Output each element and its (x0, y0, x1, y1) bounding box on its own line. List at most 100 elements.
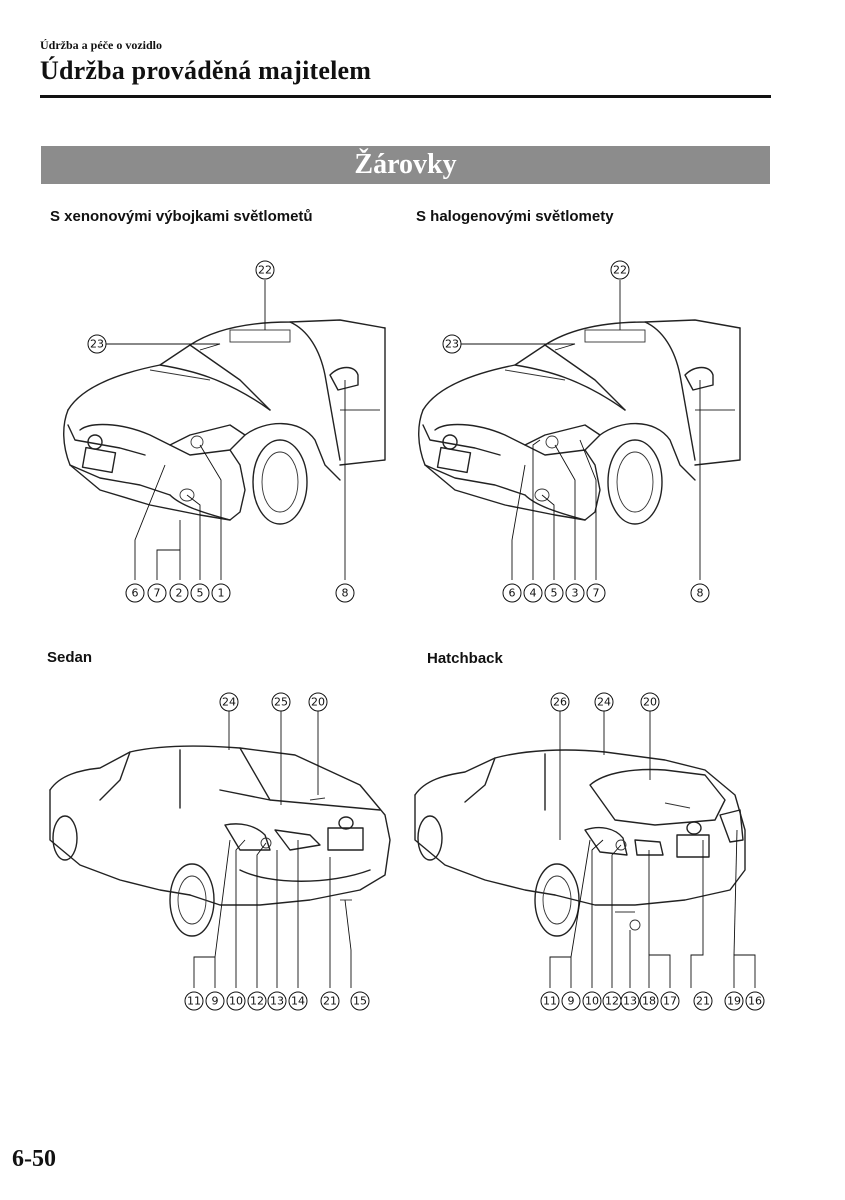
svg-text:10: 10 (229, 995, 243, 1008)
callout-23: 23 (442, 334, 462, 354)
callout-9: 9 (205, 991, 225, 1011)
callout-8: 8 (335, 583, 355, 603)
callout-22: 22 (610, 260, 630, 280)
svg-text:15: 15 (353, 995, 367, 1008)
svg-text:13: 13 (623, 995, 637, 1008)
halogen-front-car-figure: 22 23 6 4 5 3 7 8 (418, 260, 741, 603)
svg-text:10: 10 (585, 995, 599, 1008)
svg-text:6: 6 (132, 587, 139, 600)
leader-lines (549, 711, 756, 988)
svg-text:5: 5 (551, 587, 558, 600)
svg-text:11: 11 (187, 995, 201, 1008)
svg-text:9: 9 (212, 995, 219, 1008)
svg-text:21: 21 (323, 995, 337, 1008)
svg-text:5: 5 (197, 587, 204, 600)
svg-text:1: 1 (218, 587, 225, 600)
leader-lines (193, 711, 352, 988)
callout-12: 12 (602, 991, 622, 1011)
callout-13: 13 (267, 991, 287, 1011)
svg-text:8: 8 (342, 587, 349, 600)
callout-16: 16 (745, 991, 765, 1011)
callout-9: 9 (561, 991, 581, 1011)
callout-21: 21 (320, 991, 340, 1011)
rear-car-drawing (49, 745, 391, 937)
callout-14: 14 (288, 991, 308, 1011)
callout-7: 7 (147, 583, 167, 603)
callout-3: 3 (565, 583, 585, 603)
sedan-label: Sedan (47, 649, 93, 666)
callout-11: 11 (184, 991, 204, 1011)
halogen-label: S halogenovými světlomety (416, 208, 614, 225)
callout-5: 5 (544, 583, 564, 603)
svg-text:7: 7 (154, 587, 161, 600)
callout-5: 5 (190, 583, 210, 603)
svg-text:22: 22 (258, 264, 272, 277)
callout-10: 10 (582, 991, 602, 1011)
callout-24: 24 (219, 692, 239, 712)
sedan-rear-car-figure: 24 25 20 11 9 10 12 13 14 21 15 (49, 692, 391, 1011)
xenon-label: S xenonovými výbojkami světlometů (50, 208, 313, 225)
xenon-front-car-figure: 22 23 6 7 2 5 1 8 (63, 260, 386, 603)
svg-text:6: 6 (509, 587, 516, 600)
svg-text:21: 21 (696, 995, 710, 1008)
callout-10: 10 (226, 991, 246, 1011)
callout-6: 6 (125, 583, 145, 603)
callout-17: 17 (660, 991, 680, 1011)
svg-text:13: 13 (270, 995, 284, 1008)
callout-24: 24 (594, 692, 614, 712)
callout-21: 21 (693, 991, 713, 1011)
svg-text:16: 16 (748, 995, 762, 1008)
svg-text:2: 2 (176, 587, 183, 600)
callout-20: 20 (640, 692, 660, 712)
svg-text:3: 3 (572, 587, 579, 600)
svg-text:8: 8 (697, 587, 704, 600)
callout-7: 7 (586, 583, 606, 603)
leader-lines (461, 280, 701, 580)
callout-20: 20 (308, 692, 328, 712)
hatchback-label: Hatchback (427, 650, 503, 667)
callout-25: 25 (271, 692, 291, 712)
svg-text:9: 9 (568, 995, 575, 1008)
hatchback-rear-car-figure: 26 24 20 11 9 10 12 13 18 17 21 19 16 (414, 692, 765, 1011)
svg-text:20: 20 (311, 696, 325, 709)
svg-text:19: 19 (727, 995, 741, 1008)
callout-15: 15 (350, 991, 370, 1011)
callout-4: 4 (523, 583, 543, 603)
svg-text:20: 20 (643, 696, 657, 709)
callout-26: 26 (550, 692, 570, 712)
callout-8: 8 (690, 583, 710, 603)
svg-text:11: 11 (543, 995, 557, 1008)
svg-text:24: 24 (222, 696, 236, 709)
callout-11: 11 (540, 991, 560, 1011)
svg-text:26: 26 (553, 696, 567, 709)
callout-12: 12 (247, 991, 267, 1011)
callout-13: 13 (620, 991, 640, 1011)
breadcrumb: Údržba a péče o vozidlo (40, 38, 162, 52)
section-banner: Žárovky (41, 146, 770, 184)
svg-text:18: 18 (642, 995, 656, 1008)
rear-car-drawing (414, 749, 746, 937)
svg-text:22: 22 (613, 264, 627, 277)
svg-text:12: 12 (250, 995, 264, 1008)
callout-19: 19 (724, 991, 744, 1011)
svg-text:17: 17 (663, 995, 677, 1008)
callout-1: 1 (211, 583, 231, 603)
svg-text:4: 4 (530, 587, 537, 600)
callout-2: 2 (169, 583, 189, 603)
svg-text:14: 14 (291, 995, 305, 1008)
svg-text:23: 23 (445, 338, 459, 351)
page-title: Údržba prováděná majitelem (40, 56, 372, 85)
svg-text:12: 12 (605, 995, 619, 1008)
leader-lines (106, 280, 346, 580)
svg-text:24: 24 (597, 696, 611, 709)
svg-text:25: 25 (274, 696, 288, 709)
front-car-drawing (63, 319, 386, 525)
front-car-drawing (418, 319, 741, 525)
page-number: 6-50 (12, 1146, 56, 1172)
callout-18: 18 (639, 991, 659, 1011)
callout-22: 22 (255, 260, 275, 280)
svg-text:7: 7 (593, 587, 600, 600)
callout-6: 6 (502, 583, 522, 603)
callout-23: 23 (87, 334, 107, 354)
title-rule (40, 95, 771, 98)
